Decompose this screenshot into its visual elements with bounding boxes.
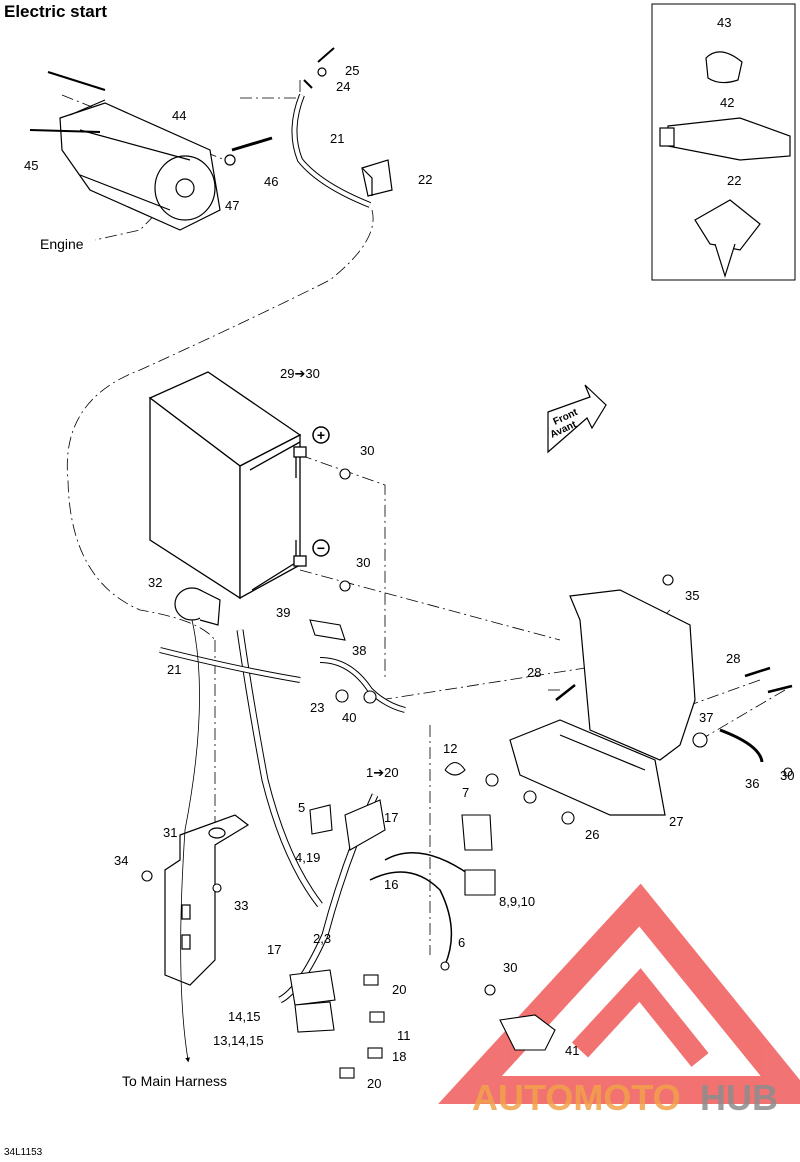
callout-14-15: 14,15 <box>228 1009 261 1024</box>
callout-28: 28 <box>527 665 541 680</box>
terminal-symbols: + − <box>312 426 330 557</box>
diagram-code: 34L1153 <box>4 1147 43 1158</box>
watermark-main: AUTOMOTO <box>472 1077 681 1118</box>
cable-clip <box>361 159 393 197</box>
inset-parts <box>659 51 791 279</box>
callout-42: 42 <box>720 95 734 110</box>
callout-20: 20 <box>392 982 406 997</box>
callout-12: 12 <box>443 741 457 756</box>
battery-tray <box>509 589 696 816</box>
callout-21: 21 <box>330 131 344 146</box>
callout-43: 43 <box>717 15 731 30</box>
callouts: 25 24 44 21 45 46 22 47 43 42 22 29➔30 3… <box>24 15 794 1091</box>
callout-39: 39 <box>276 605 290 620</box>
callout-18: 18 <box>392 1049 406 1064</box>
callout-46: 46 <box>264 174 278 189</box>
callout-36: 36 <box>745 776 759 791</box>
callout-1-20: 1➔20 <box>366 765 399 780</box>
callout-26: 26 <box>585 827 599 842</box>
callout-30: 30 <box>360 443 374 458</box>
callout-8-9-10: 8,9,10 <box>499 894 535 909</box>
callout-32: 32 <box>148 575 162 590</box>
callout-34: 34 <box>114 853 128 868</box>
callout-7: 7 <box>462 785 469 800</box>
callout-47: 47 <box>225 198 239 213</box>
starter-motor <box>29 71 273 231</box>
callout-4-19: 4,19 <box>295 850 320 865</box>
small-parts <box>141 468 793 1079</box>
watermark-text: AUTOMOTO HUB <box>472 1077 778 1118</box>
positive-terminal-symbol: + <box>317 427 325 443</box>
callout-41: 41 <box>565 1043 579 1058</box>
engine-note: Engine <box>40 236 84 252</box>
starter-cable <box>291 47 372 208</box>
callout-40: 40 <box>342 710 356 725</box>
callout-28: 28 <box>726 651 740 666</box>
solenoid <box>174 587 221 626</box>
callout-30: 30 <box>780 768 794 783</box>
callout-29-30: 29➔30 <box>280 366 320 381</box>
front-direction-badge: Front Avant <box>547 384 607 454</box>
page-title: Electric start <box>4 2 107 21</box>
callout-30: 30 <box>356 555 370 570</box>
callout-17: 17 <box>384 810 398 825</box>
watermark-logo <box>438 883 800 1104</box>
callout-22-inset: 22 <box>727 173 741 188</box>
watermark-hub: HUB <box>700 1077 778 1118</box>
callout-13-14-15: 13,14,15 <box>213 1033 264 1048</box>
callout-38: 38 <box>352 643 366 658</box>
negative-terminal-symbol: − <box>317 540 325 556</box>
callout-11: 11 <box>397 1028 411 1043</box>
callout-44: 44 <box>172 108 186 123</box>
callout-35: 35 <box>685 588 699 603</box>
callout-5: 5 <box>298 800 305 815</box>
callout-2-3: 2,3 <box>313 931 331 946</box>
callout-45: 45 <box>24 158 38 173</box>
callout-25: 25 <box>345 63 359 78</box>
callout-31: 31 <box>163 825 177 840</box>
callout-24: 24 <box>336 79 350 94</box>
callout-21: 21 <box>167 662 181 677</box>
callout-23: 23 <box>310 700 324 715</box>
callout-30: 30 <box>503 960 517 975</box>
inset-box <box>651 3 796 281</box>
callout-33: 33 <box>234 898 248 913</box>
callout-17: 17 <box>267 942 281 957</box>
callout-22: 22 <box>418 172 432 187</box>
callout-6: 6 <box>458 935 465 950</box>
callout-20: 20 <box>367 1076 381 1091</box>
callout-27: 27 <box>669 814 683 829</box>
main-harness-note: To Main Harness <box>122 1073 228 1089</box>
callout-16: 16 <box>384 877 398 892</box>
battery <box>148 371 307 600</box>
mounting-bracket <box>164 814 250 986</box>
callout-37: 37 <box>699 710 713 725</box>
